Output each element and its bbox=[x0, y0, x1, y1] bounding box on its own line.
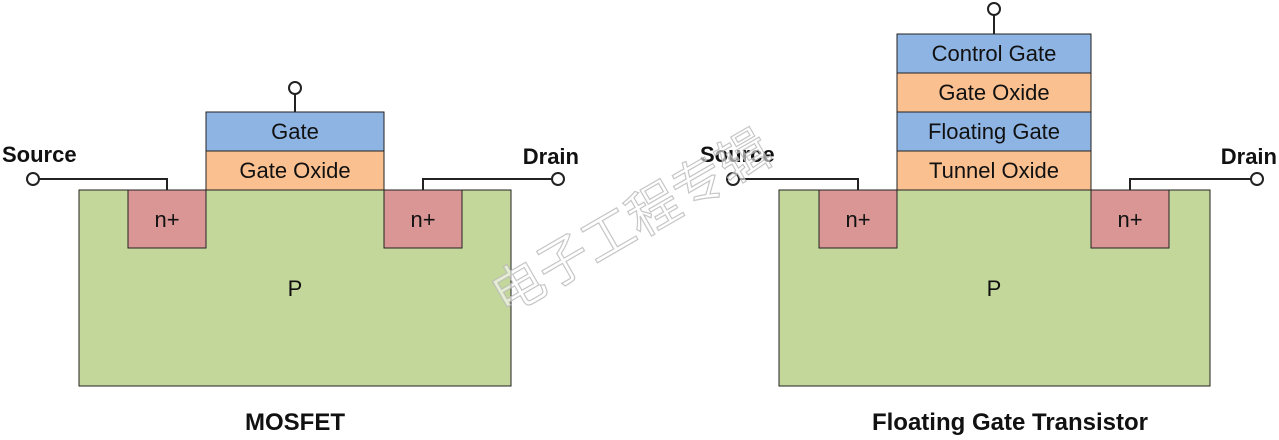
fgt-drain-label: Drain bbox=[1221, 144, 1277, 169]
fgt-n-left-label: n+ bbox=[845, 207, 870, 232]
fgt-gate-terminal bbox=[987, 2, 1001, 16]
fgt-source-lead bbox=[739, 178, 859, 190]
fgt-control-gate-layer bbox=[896, 33, 1092, 74]
mosfet-n-left-region bbox=[127, 189, 207, 249]
mosfet-gate-layer bbox=[205, 111, 385, 152]
fgt-source-terminal bbox=[726, 172, 740, 186]
fgt-n-right-region bbox=[1090, 189, 1170, 249]
mosfet-drain-label: Drain bbox=[523, 144, 579, 169]
mosfet-title: MOSFET bbox=[245, 409, 345, 436]
mosfet-n-left-label: n+ bbox=[154, 207, 179, 232]
mosfet-source-terminal bbox=[26, 172, 40, 186]
fgt-n-left-region bbox=[818, 189, 898, 249]
fgt-control-gate-label: Control Gate bbox=[932, 41, 1057, 66]
fgt-tunnel-oxide-label: Tunnel Oxide bbox=[929, 158, 1059, 183]
fgt-tunnel-oxide-layer bbox=[896, 150, 1092, 191]
fgt-drain-lead bbox=[1129, 178, 1251, 190]
mosfet-drain-lead bbox=[422, 178, 552, 190]
mosfet-gate-terminal bbox=[288, 81, 302, 95]
mosfet-diagram: Gate Gate Oxide n+ n+ P Source Drain MOS… bbox=[2, 81, 579, 436]
mosfet-gate-label: Gate bbox=[271, 119, 319, 144]
fgt-n-right-label: n+ bbox=[1117, 207, 1142, 232]
mosfet-gate-oxide-layer bbox=[205, 150, 385, 191]
floating-gate-transistor-diagram: Control Gate Gate Oxide Floating Gate Tu… bbox=[700, 2, 1277, 436]
mosfet-substrate-label: P bbox=[288, 276, 303, 301]
fgt-gate-oxide-layer bbox=[896, 72, 1092, 113]
mosfet-n-right-label: n+ bbox=[410, 207, 435, 232]
mosfet-source-label: Source bbox=[2, 142, 77, 167]
mosfet-drain-terminal bbox=[551, 172, 565, 186]
fgt-floating-gate-layer bbox=[896, 111, 1092, 152]
fgt-source-label: Source bbox=[700, 142, 775, 167]
fgt-floating-gate-label: Floating Gate bbox=[928, 119, 1060, 144]
fgt-drain-terminal bbox=[1250, 172, 1264, 186]
fgt-title: Floating Gate Transistor bbox=[872, 409, 1148, 436]
fgt-gate-oxide-label: Gate Oxide bbox=[938, 80, 1049, 105]
mosfet-gate-oxide-label: Gate Oxide bbox=[239, 158, 350, 183]
fgt-substrate-label: P bbox=[987, 276, 1002, 301]
mosfet-source-lead bbox=[39, 178, 168, 190]
